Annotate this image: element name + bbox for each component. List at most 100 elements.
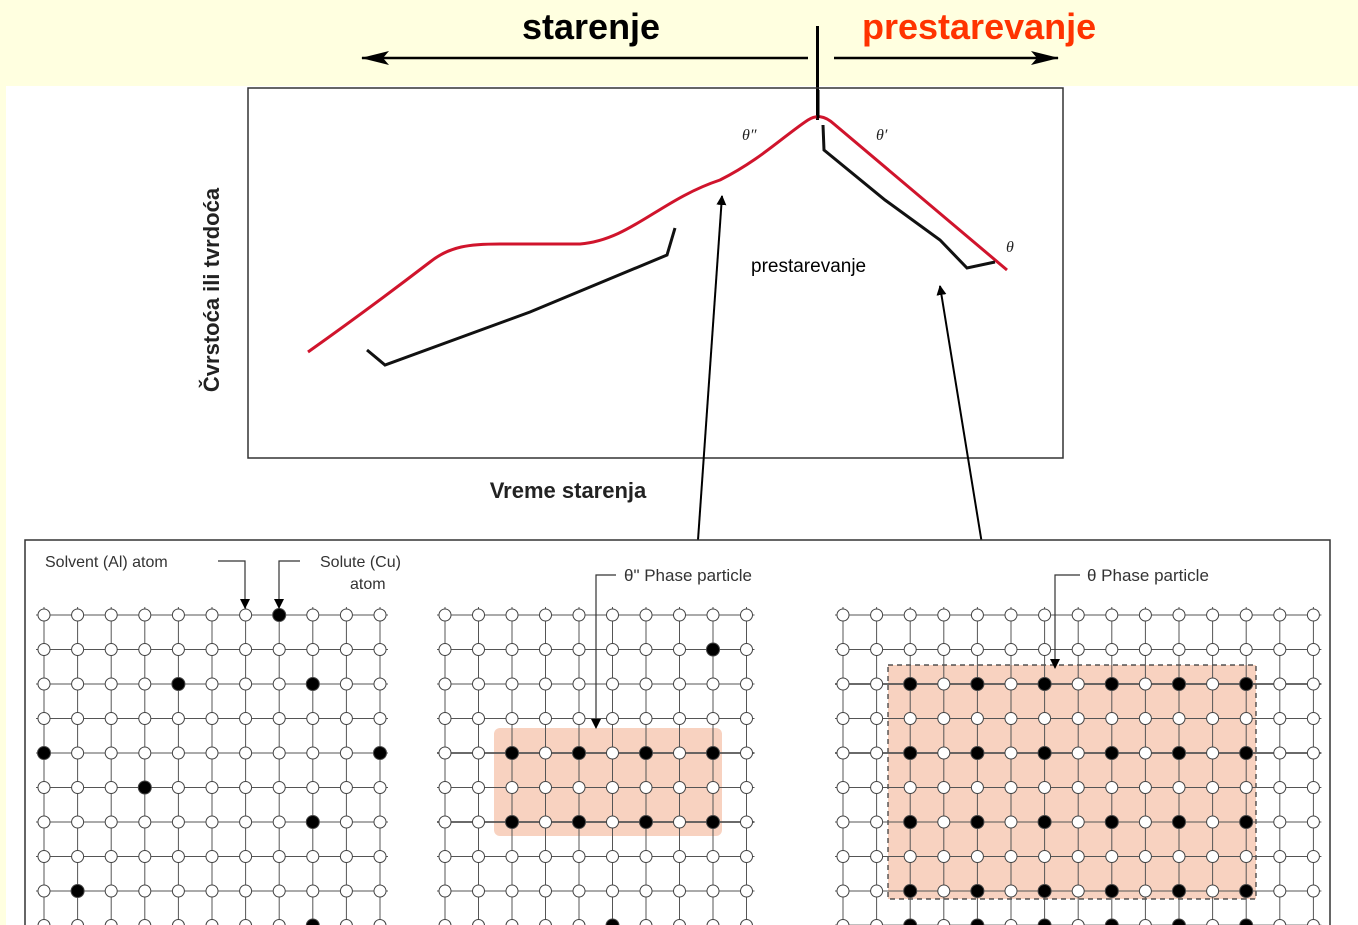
solvent-atom bbox=[1172, 712, 1186, 725]
solvent-atom bbox=[104, 746, 118, 760]
solvent-atom bbox=[239, 884, 253, 898]
solvent-atom bbox=[472, 884, 485, 898]
solvent-atom bbox=[1038, 850, 1052, 863]
solvent-atom bbox=[306, 884, 320, 898]
solute-atom bbox=[970, 918, 985, 925]
solvent-atom bbox=[373, 815, 387, 829]
solute-atom bbox=[1037, 918, 1052, 925]
solvent-atom bbox=[1206, 884, 1220, 898]
solvent-atom bbox=[572, 677, 586, 691]
solvent-atom bbox=[606, 677, 619, 691]
solvent-atom bbox=[1206, 746, 1220, 760]
solvent-atom bbox=[870, 919, 884, 925]
solvent-atom bbox=[104, 643, 118, 656]
solvent-atom bbox=[1004, 608, 1018, 622]
solvent-atom bbox=[1172, 781, 1186, 794]
solvent-atom bbox=[71, 608, 85, 622]
solvent-atom bbox=[870, 746, 884, 760]
solvent-atom bbox=[970, 608, 984, 622]
solvent-atom bbox=[306, 712, 320, 725]
overaging-note: prestarevanje bbox=[751, 256, 866, 277]
solute-atom bbox=[1104, 677, 1119, 691]
solvent-atom bbox=[1273, 815, 1287, 829]
solvent-atom bbox=[1273, 850, 1287, 863]
solvent-atom bbox=[1004, 746, 1018, 760]
solvent-atom bbox=[272, 746, 286, 760]
solute-atom bbox=[505, 746, 519, 760]
solvent-atom bbox=[970, 643, 984, 656]
solvent-atom bbox=[138, 643, 152, 656]
solute-atom bbox=[171, 677, 186, 691]
solvent-atom bbox=[1038, 712, 1052, 725]
solute-atom bbox=[272, 608, 287, 622]
solute-atom bbox=[970, 677, 985, 691]
solvent-atom bbox=[937, 608, 951, 622]
solvent-atom bbox=[472, 850, 485, 863]
solvent-atom bbox=[836, 884, 850, 898]
solvent-atom bbox=[1071, 712, 1085, 725]
solvent-atom bbox=[836, 850, 850, 863]
solute-atom bbox=[903, 815, 918, 829]
solvent-atom bbox=[937, 781, 951, 794]
solvent-atom bbox=[472, 677, 485, 691]
solvent-atom bbox=[339, 643, 353, 656]
solvent-atom bbox=[1105, 781, 1119, 794]
solvent-atom bbox=[572, 850, 586, 863]
solvent-atom bbox=[1004, 815, 1018, 829]
solvent-atom bbox=[472, 712, 485, 725]
solvent-atom bbox=[673, 643, 686, 656]
lattice-theta bbox=[835, 607, 1322, 925]
solute-atom bbox=[572, 746, 586, 760]
solvent-atom bbox=[171, 712, 185, 725]
solvent-atom bbox=[1306, 850, 1320, 863]
solvent-atom bbox=[606, 643, 619, 656]
lattice-bonds bbox=[437, 607, 755, 925]
solvent-atom bbox=[1273, 712, 1287, 725]
solute-atom bbox=[903, 918, 918, 925]
solvent-atom bbox=[272, 884, 286, 898]
solvent-atom bbox=[1038, 608, 1052, 622]
solvent-atom bbox=[373, 677, 387, 691]
solvent-atom bbox=[1206, 677, 1220, 691]
solute-atom bbox=[970, 884, 985, 898]
solvent-atom bbox=[1071, 677, 1085, 691]
solvent-atom bbox=[1206, 712, 1220, 725]
solvent-atom bbox=[1172, 850, 1186, 863]
solvent-atom bbox=[937, 850, 951, 863]
solvent-atom bbox=[306, 781, 320, 794]
solvent-atom bbox=[539, 677, 552, 691]
solvent-atom bbox=[205, 919, 219, 925]
solvent-atom bbox=[539, 884, 552, 898]
solvent-atom bbox=[306, 850, 320, 863]
x-axis-label: Vreme starenja bbox=[490, 478, 647, 503]
chart-frame bbox=[247, 87, 1064, 459]
solvent-atom bbox=[138, 677, 152, 691]
solvent-atom bbox=[239, 677, 253, 691]
solvent-atom bbox=[104, 677, 118, 691]
solvent-atom bbox=[1071, 746, 1085, 760]
solute-atom bbox=[1037, 677, 1052, 691]
solvent-atom bbox=[1138, 781, 1152, 794]
solute-atom bbox=[706, 642, 720, 657]
solute-atom bbox=[1172, 918, 1186, 925]
solvent-atom bbox=[1071, 643, 1085, 656]
solvent-atom bbox=[937, 677, 951, 691]
theta-double-prime-leader bbox=[591, 574, 616, 729]
solvent-atom bbox=[572, 884, 586, 898]
solvent-atom bbox=[706, 677, 720, 691]
solvent-atom bbox=[740, 919, 753, 925]
solvent-atom bbox=[1206, 643, 1220, 656]
solvent-atom bbox=[438, 850, 452, 863]
solvent-atom bbox=[306, 643, 320, 656]
solute-atom bbox=[373, 746, 387, 760]
solvent-atom bbox=[1273, 746, 1287, 760]
solvent-atom bbox=[339, 608, 353, 622]
solvent-atom bbox=[606, 746, 619, 760]
solvent-atom bbox=[272, 643, 286, 656]
solvent-atom bbox=[1206, 815, 1220, 829]
solute-atom bbox=[37, 746, 51, 760]
solute-atom bbox=[1104, 746, 1119, 760]
solvent-atom bbox=[539, 919, 552, 925]
solvent-atom bbox=[339, 746, 353, 760]
solute-atom bbox=[706, 746, 720, 760]
